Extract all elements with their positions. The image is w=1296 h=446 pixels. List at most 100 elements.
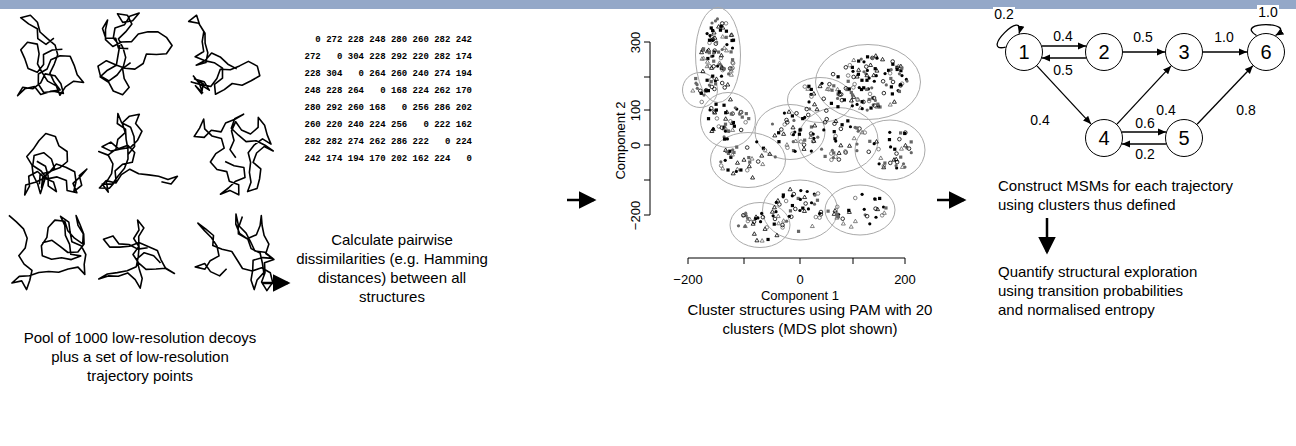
point xyxy=(755,238,759,242)
point xyxy=(728,97,732,101)
point xyxy=(778,203,782,207)
point xyxy=(856,98,860,102)
point xyxy=(791,204,794,207)
transition-probability: 0.2 xyxy=(1134,147,1155,162)
point xyxy=(861,193,864,196)
axis-title: Component 1 xyxy=(761,288,839,303)
point xyxy=(755,140,758,143)
point xyxy=(798,133,801,136)
point xyxy=(714,103,717,106)
point xyxy=(834,134,838,138)
decoy-traces xyxy=(9,13,274,291)
point xyxy=(875,69,879,73)
point xyxy=(725,36,728,39)
transition-probability: 0.4 xyxy=(1052,29,1073,44)
point xyxy=(750,157,754,161)
point xyxy=(759,220,762,223)
state-number: 5 xyxy=(1178,127,1189,150)
point xyxy=(810,224,814,228)
point xyxy=(870,57,873,60)
point xyxy=(711,54,714,57)
point xyxy=(828,82,832,86)
point xyxy=(836,97,839,100)
point xyxy=(910,151,913,154)
point xyxy=(716,17,719,20)
point xyxy=(768,152,772,156)
point xyxy=(853,82,857,86)
point xyxy=(776,214,780,218)
point xyxy=(773,223,776,226)
point xyxy=(777,131,780,134)
state-circle: 4 xyxy=(1085,119,1123,157)
point xyxy=(860,79,863,82)
point xyxy=(873,80,876,83)
point xyxy=(868,92,872,96)
point xyxy=(865,88,868,91)
point xyxy=(712,52,715,55)
point xyxy=(777,140,780,143)
point xyxy=(729,120,733,124)
point xyxy=(851,104,854,107)
state-circle: 2 xyxy=(1085,33,1123,71)
state-number: 2 xyxy=(1098,41,1109,64)
decoy-trace xyxy=(99,114,178,193)
point xyxy=(719,53,723,57)
point xyxy=(888,103,892,107)
point xyxy=(885,83,888,86)
point xyxy=(691,89,695,93)
point xyxy=(857,73,860,76)
point xyxy=(867,99,871,103)
point xyxy=(801,117,804,120)
point xyxy=(810,201,813,204)
point xyxy=(724,117,728,121)
point xyxy=(802,209,806,213)
decoy-trace xyxy=(195,214,274,291)
point xyxy=(827,87,831,91)
point xyxy=(785,121,789,125)
point xyxy=(747,156,750,159)
point xyxy=(899,84,903,88)
point xyxy=(868,222,871,225)
point xyxy=(837,158,841,162)
point xyxy=(797,230,800,233)
point xyxy=(848,63,852,67)
point xyxy=(898,90,901,93)
matrix-row: 272 0 304 228 292 220 282 174 xyxy=(305,52,472,63)
point xyxy=(766,238,769,241)
point xyxy=(724,22,728,26)
point xyxy=(696,87,699,90)
point xyxy=(847,80,850,83)
point xyxy=(743,225,746,228)
point xyxy=(695,83,698,86)
point xyxy=(710,129,714,133)
point xyxy=(719,160,722,163)
point xyxy=(867,150,871,154)
point xyxy=(855,142,858,145)
point xyxy=(784,199,788,203)
point xyxy=(898,72,901,75)
point xyxy=(730,39,733,42)
point xyxy=(839,143,843,147)
point xyxy=(729,69,733,73)
tick-label: 100 xyxy=(628,99,643,121)
point xyxy=(730,33,734,37)
point xyxy=(866,55,869,58)
point xyxy=(702,47,705,50)
point xyxy=(731,46,734,49)
point xyxy=(799,140,803,144)
caption: Calculate pairwise dissimilarities (e.g.… xyxy=(285,230,499,306)
point xyxy=(846,119,849,122)
point xyxy=(773,133,777,137)
point xyxy=(735,146,738,149)
point xyxy=(852,58,856,62)
point xyxy=(738,110,742,114)
caption: Construct MSMs for each trajectory using… xyxy=(998,176,1238,214)
point xyxy=(791,132,795,136)
point xyxy=(700,92,703,95)
point xyxy=(873,197,876,200)
point xyxy=(747,117,750,120)
point xyxy=(816,192,820,196)
point xyxy=(877,147,881,151)
point xyxy=(707,117,710,120)
point xyxy=(857,68,861,72)
